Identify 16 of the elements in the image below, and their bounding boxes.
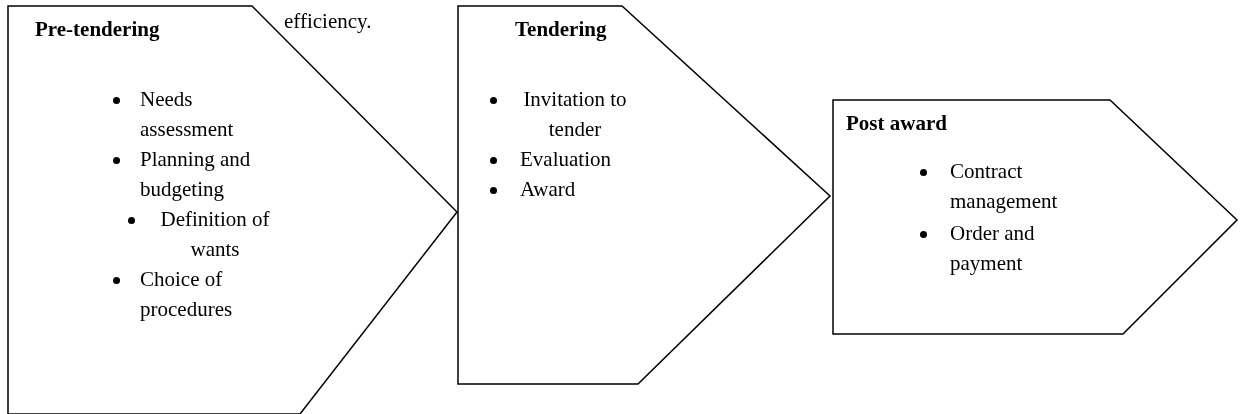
list-item: Needs assessment	[140, 86, 235, 143]
chevron-shape	[8, 6, 457, 414]
list-item: Choice of procedures	[140, 266, 234, 323]
text-fragment: efficiency.	[284, 8, 372, 34]
stage-heading: Pre-tendering	[35, 16, 161, 43]
chevron-shape	[458, 6, 830, 386]
list-item: Award	[520, 176, 577, 203]
list-item: Definition of wants	[159, 206, 271, 263]
list-item: Invitation to tender	[522, 86, 628, 143]
list-item: Order and payment	[950, 220, 1036, 277]
chevron-shape	[833, 100, 1238, 336]
list-item: Planning and budgeting	[140, 146, 252, 203]
list-item: Evaluation	[520, 146, 612, 173]
stage-heading: Tendering	[515, 16, 608, 43]
list-item: Contract management	[950, 158, 1059, 215]
stage-heading: Post award	[846, 110, 948, 137]
